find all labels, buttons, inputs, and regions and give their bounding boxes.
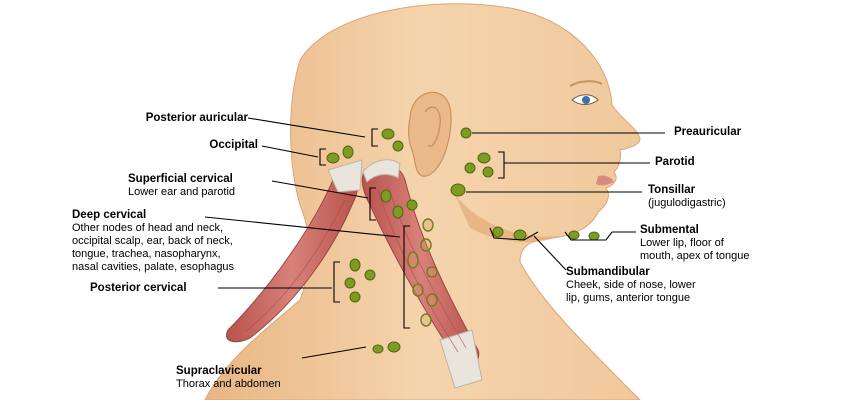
sternocleidomastoid-tendon-bottom — [439, 329, 483, 389]
lips — [596, 175, 614, 186]
node-deep-cervical-3 — [407, 251, 419, 269]
node-superficial-3 — [406, 199, 418, 211]
node-deep-cervical-7 — [420, 313, 432, 327]
deep-cervical-nodes — [407, 218, 438, 327]
label-supraclavicular-title: Supraclavicular — [176, 365, 262, 377]
node-supraclavicular-1 — [372, 344, 384, 354]
lymph-nodes — [326, 127, 600, 354]
label-deep-cervical-desc-4: nasal cavities, palate, esophagus — [72, 261, 235, 273]
label-tonsillar: Tonsillar (jugulodigastric) — [648, 184, 726, 210]
node-submental-1 — [492, 226, 504, 238]
label-submandibular-title: Submandibular — [566, 266, 650, 278]
iris — [582, 96, 590, 104]
node-occipital-1 — [326, 152, 340, 164]
label-submental-desc-2: mouth, apex of tongue — [640, 250, 750, 262]
node-parotid-3 — [482, 166, 494, 178]
label-deep-cervical-desc-2: occipital scalp, ear, back of neck, — [72, 235, 233, 247]
label-submental: Submental Lower lip, floor of mouth, ape… — [640, 224, 749, 263]
node-parotid-1 — [477, 152, 491, 164]
label-deep-cervical-title: Deep cervical — [72, 209, 147, 221]
ear-inner — [424, 106, 441, 147]
eyebrow — [569, 80, 603, 87]
ear — [408, 91, 452, 177]
label-supraclavicular: Supraclavicular Thorax and abdomen — [176, 365, 281, 391]
node-submental-2 — [513, 229, 527, 241]
label-deep-cervical: Deep cervical Other nodes of head and ne… — [72, 209, 234, 274]
label-superficial-cervical-desc: Lower ear and parotid — [128, 186, 236, 198]
muscle-fibres — [244, 185, 467, 353]
jaw-shadow — [455, 195, 560, 243]
label-submandibular-desc-1: Cheek, side of nose, lower — [566, 279, 696, 291]
label-superficial-cervical: Superficial cervical Lower ear and parot… — [128, 173, 235, 199]
sternocleidomastoid-tendon-top — [362, 159, 401, 183]
leader-lines — [204, 117, 665, 359]
label-superficial-cervical-title: Superficial cervical — [128, 173, 233, 185]
trapezius-muscle — [226, 173, 359, 343]
node-deep-cervical-2 — [420, 238, 432, 252]
node-deep-cervical-4 — [426, 266, 438, 278]
node-deep-cervical-6 — [426, 293, 438, 307]
node-tonsillar — [450, 183, 466, 197]
label-deep-cervical-desc-3: tongue, trachea, nasopharynx, — [72, 248, 221, 260]
label-posterior-auricular-title: Posterior auricular — [145, 112, 248, 124]
label-submandibular: Submandibular Cheek, side of nose, lower… — [566, 266, 696, 305]
node-parotid-2 — [464, 162, 476, 174]
label-submental-title: Submental — [640, 224, 699, 236]
label-posterior-auricular: Posterior auricular — [146, 112, 248, 125]
node-submandibular-1 — [568, 230, 580, 240]
trapezius-tendon — [327, 159, 363, 193]
node-deep-cervical-1 — [422, 218, 434, 232]
label-tonsillar-desc: (jugulodigastric) — [648, 197, 726, 209]
head-silhouette — [204, 3, 641, 400]
node-superficial-2 — [392, 205, 404, 219]
node-posterior-auricular-1 — [381, 128, 395, 140]
label-posterior-cervical-title: Posterior cervical — [90, 282, 187, 294]
label-occipital-title: Occipital — [209, 139, 258, 151]
label-posterior-cervical: Posterior cervical — [90, 282, 187, 295]
label-occipital: Occipital — [209, 139, 258, 152]
label-preauricular-title: Preauricular — [674, 126, 742, 138]
node-posterior-cervical-1 — [349, 258, 361, 272]
node-supraclavicular-2 — [387, 341, 401, 353]
label-supraclavicular-desc: Thorax and abdomen — [176, 378, 281, 390]
label-parotid-title: Parotid — [655, 156, 695, 168]
node-posterior-cervical-2 — [364, 269, 376, 281]
node-posterior-cervical-3 — [344, 277, 356, 289]
label-tonsillar-title: Tonsillar — [648, 184, 696, 196]
node-submandibular-2 — [588, 231, 600, 241]
label-parotid: Parotid — [655, 156, 695, 169]
label-preauricular: Preauricular — [674, 126, 741, 139]
node-posterior-auricular-2 — [392, 140, 404, 152]
label-deep-cervical-desc-1: Other nodes of head and neck, — [72, 222, 224, 234]
node-preauricular — [460, 127, 472, 139]
node-deep-cervical-5 — [412, 283, 424, 297]
node-posterior-cervical-4 — [349, 291, 361, 303]
label-submental-desc-1: Lower lip, floor of — [640, 237, 724, 249]
node-occipital-2 — [342, 145, 354, 159]
node-superficial-1 — [380, 189, 392, 203]
label-submandibular-desc-2: lip, gums, anterior tongue — [566, 292, 691, 304]
